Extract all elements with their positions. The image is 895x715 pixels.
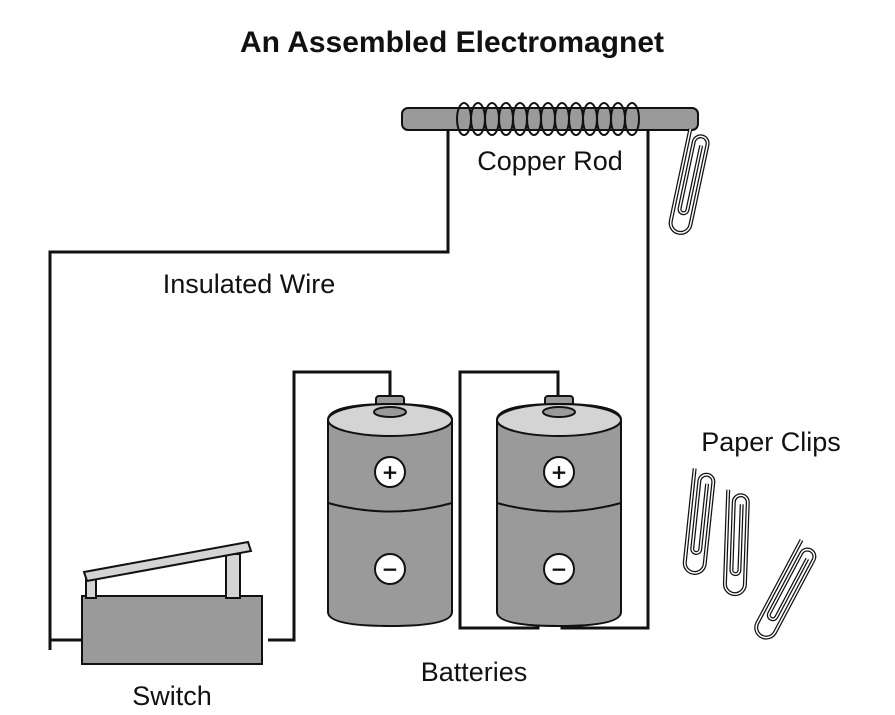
battery-2-positive-sign: +	[551, 460, 568, 484]
battery-1-positive-sign: +	[382, 460, 399, 484]
switch-lever	[82, 540, 253, 583]
switch-base	[81, 595, 263, 665]
paper-clips-label: Paper Clips	[701, 427, 841, 457]
battery-1-positive-icon	[374, 456, 406, 488]
switch-right-post	[225, 553, 241, 599]
battery-1-negative-icon	[374, 553, 406, 585]
copper-rod-label: Copper Rod	[477, 146, 623, 176]
battery-2-positive-icon	[543, 456, 575, 488]
diagram-title: An Assembled Electromagnet	[240, 26, 664, 59]
battery-1: + −	[327, 395, 453, 628]
battery-2: + −	[496, 395, 622, 628]
battery-2-negative-icon	[543, 553, 575, 585]
hanging-paper-clip	[668, 128, 710, 235]
wire-coil	[456, 102, 640, 136]
paper-clip-3	[754, 538, 817, 640]
battery-1-negative-sign: −	[382, 557, 399, 581]
copper-rod	[401, 102, 699, 136]
insulated-wire-label: Insulated Wire	[163, 269, 336, 299]
battery-2-negative-sign: −	[551, 557, 568, 581]
switch	[81, 540, 263, 665]
switch-label: Switch	[132, 681, 212, 711]
paper-clip-2	[722, 489, 750, 597]
batteries-label: Batteries	[421, 657, 528, 687]
paper-clip-1	[682, 468, 716, 575]
